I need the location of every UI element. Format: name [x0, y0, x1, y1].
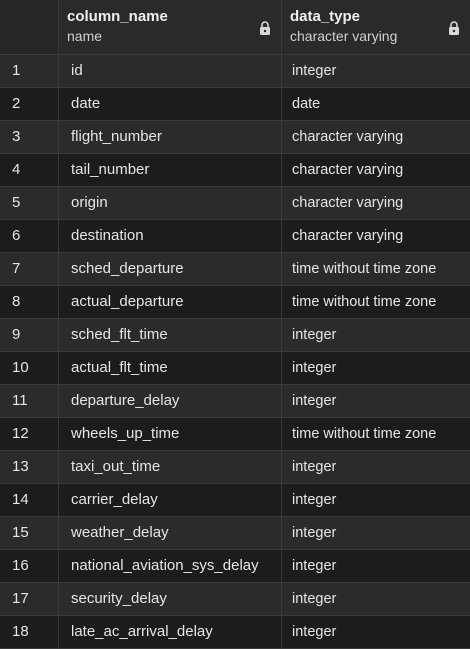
column-name-cell[interactable]: actual_departure	[59, 286, 282, 318]
column-header-name: column_name	[67, 8, 168, 25]
column-name-cell[interactable]: id	[59, 55, 282, 87]
column-name-cell[interactable]: departure_delay	[59, 385, 282, 417]
column-name-cell[interactable]: security_delay	[59, 583, 282, 615]
row-number-cell[interactable]: 18	[0, 616, 59, 648]
column-name-cell[interactable]: national_aviation_sys_delay	[59, 550, 282, 582]
data-type-cell[interactable]: integer	[292, 327, 337, 343]
data-type-cell[interactable]: character varying	[292, 195, 404, 211]
row-number-cell[interactable]: 4	[0, 154, 59, 186]
row-number-cell[interactable]: 1	[0, 55, 59, 87]
data-type-cell[interactable]: integer	[292, 459, 337, 475]
grid-header: column_name name data_type character var…	[0, 0, 470, 55]
data-type-cell[interactable]: integer	[292, 360, 337, 376]
data-type-cell[interactable]: integer	[292, 525, 337, 541]
column-header-column-name[interactable]: column_name name	[59, 0, 282, 54]
data-type-cell[interactable]: character varying	[292, 162, 404, 178]
column-name-cell[interactable]: tail_number	[59, 154, 282, 186]
row-number-cell[interactable]: 5	[0, 187, 59, 219]
data-type-cell[interactable]: character varying	[292, 129, 404, 145]
data-type-cell[interactable]: time without time zone	[292, 294, 437, 310]
column-name-cell[interactable]: sched_departure	[59, 253, 282, 285]
row-number-cell[interactable]: 11	[0, 385, 59, 417]
column-header-name: data_type	[290, 8, 361, 25]
row-number-cell[interactable]: 16	[0, 550, 59, 582]
lock-icon	[449, 21, 459, 35]
row-number-cell[interactable]: 14	[0, 484, 59, 516]
data-type-cell[interactable]: character varying	[292, 228, 404, 244]
data-type-cell[interactable]: time without time zone	[292, 426, 437, 442]
data-type-cell[interactable]: integer	[292, 63, 337, 79]
column-name-cell[interactable]: date	[59, 88, 282, 120]
data-type-cell[interactable]: date	[292, 96, 321, 112]
column-name-cell[interactable]: taxi_out_time	[59, 451, 282, 483]
column-name-cell[interactable]: weather_delay	[59, 517, 282, 549]
column-name-cell[interactable]: sched_flt_time	[59, 319, 282, 351]
column-header-data-type[interactable]: data_type character varying	[282, 0, 470, 54]
row-number-cell[interactable]: 15	[0, 517, 59, 549]
row-number-cell[interactable]: 9	[0, 319, 59, 351]
row-number-cell[interactable]: 12	[0, 418, 59, 450]
column-name-cell[interactable]: actual_flt_time	[59, 352, 282, 384]
row-number-cell[interactable]: 8	[0, 286, 59, 318]
data-type-cell[interactable]: integer	[292, 558, 337, 574]
row-number-cell[interactable]: 17	[0, 583, 59, 615]
column-name-cell[interactable]: flight_number	[59, 121, 282, 153]
data-type-cell[interactable]: integer	[292, 591, 337, 607]
column-name-cell[interactable]: destination	[59, 220, 282, 252]
row-number-cell[interactable]: 3	[0, 121, 59, 153]
data-type-cell[interactable]: integer	[292, 492, 337, 508]
row-number-cell[interactable]: 6	[0, 220, 59, 252]
column-name-cell[interactable]: wheels_up_time	[59, 418, 282, 450]
row-number-cell[interactable]: 13	[0, 451, 59, 483]
column-header-type: name	[67, 28, 103, 44]
column-header-type: character varying	[290, 28, 398, 44]
row-number-cell[interactable]: 2	[0, 88, 59, 120]
row-number-header[interactable]	[0, 0, 59, 54]
row-number-cell[interactable]: 7	[0, 253, 59, 285]
column-name-cell[interactable]: origin	[59, 187, 282, 219]
column-name-cell[interactable]: late_ac_arrival_delay	[59, 616, 282, 648]
row-number-cell[interactable]: 10	[0, 352, 59, 384]
lock-icon	[260, 21, 270, 35]
data-type-cell[interactable]: integer	[292, 393, 337, 409]
column-name-cell[interactable]: carrier_delay	[59, 484, 282, 516]
data-type-cell[interactable]: integer	[292, 624, 337, 640]
data-type-cell[interactable]: time without time zone	[292, 261, 437, 277]
